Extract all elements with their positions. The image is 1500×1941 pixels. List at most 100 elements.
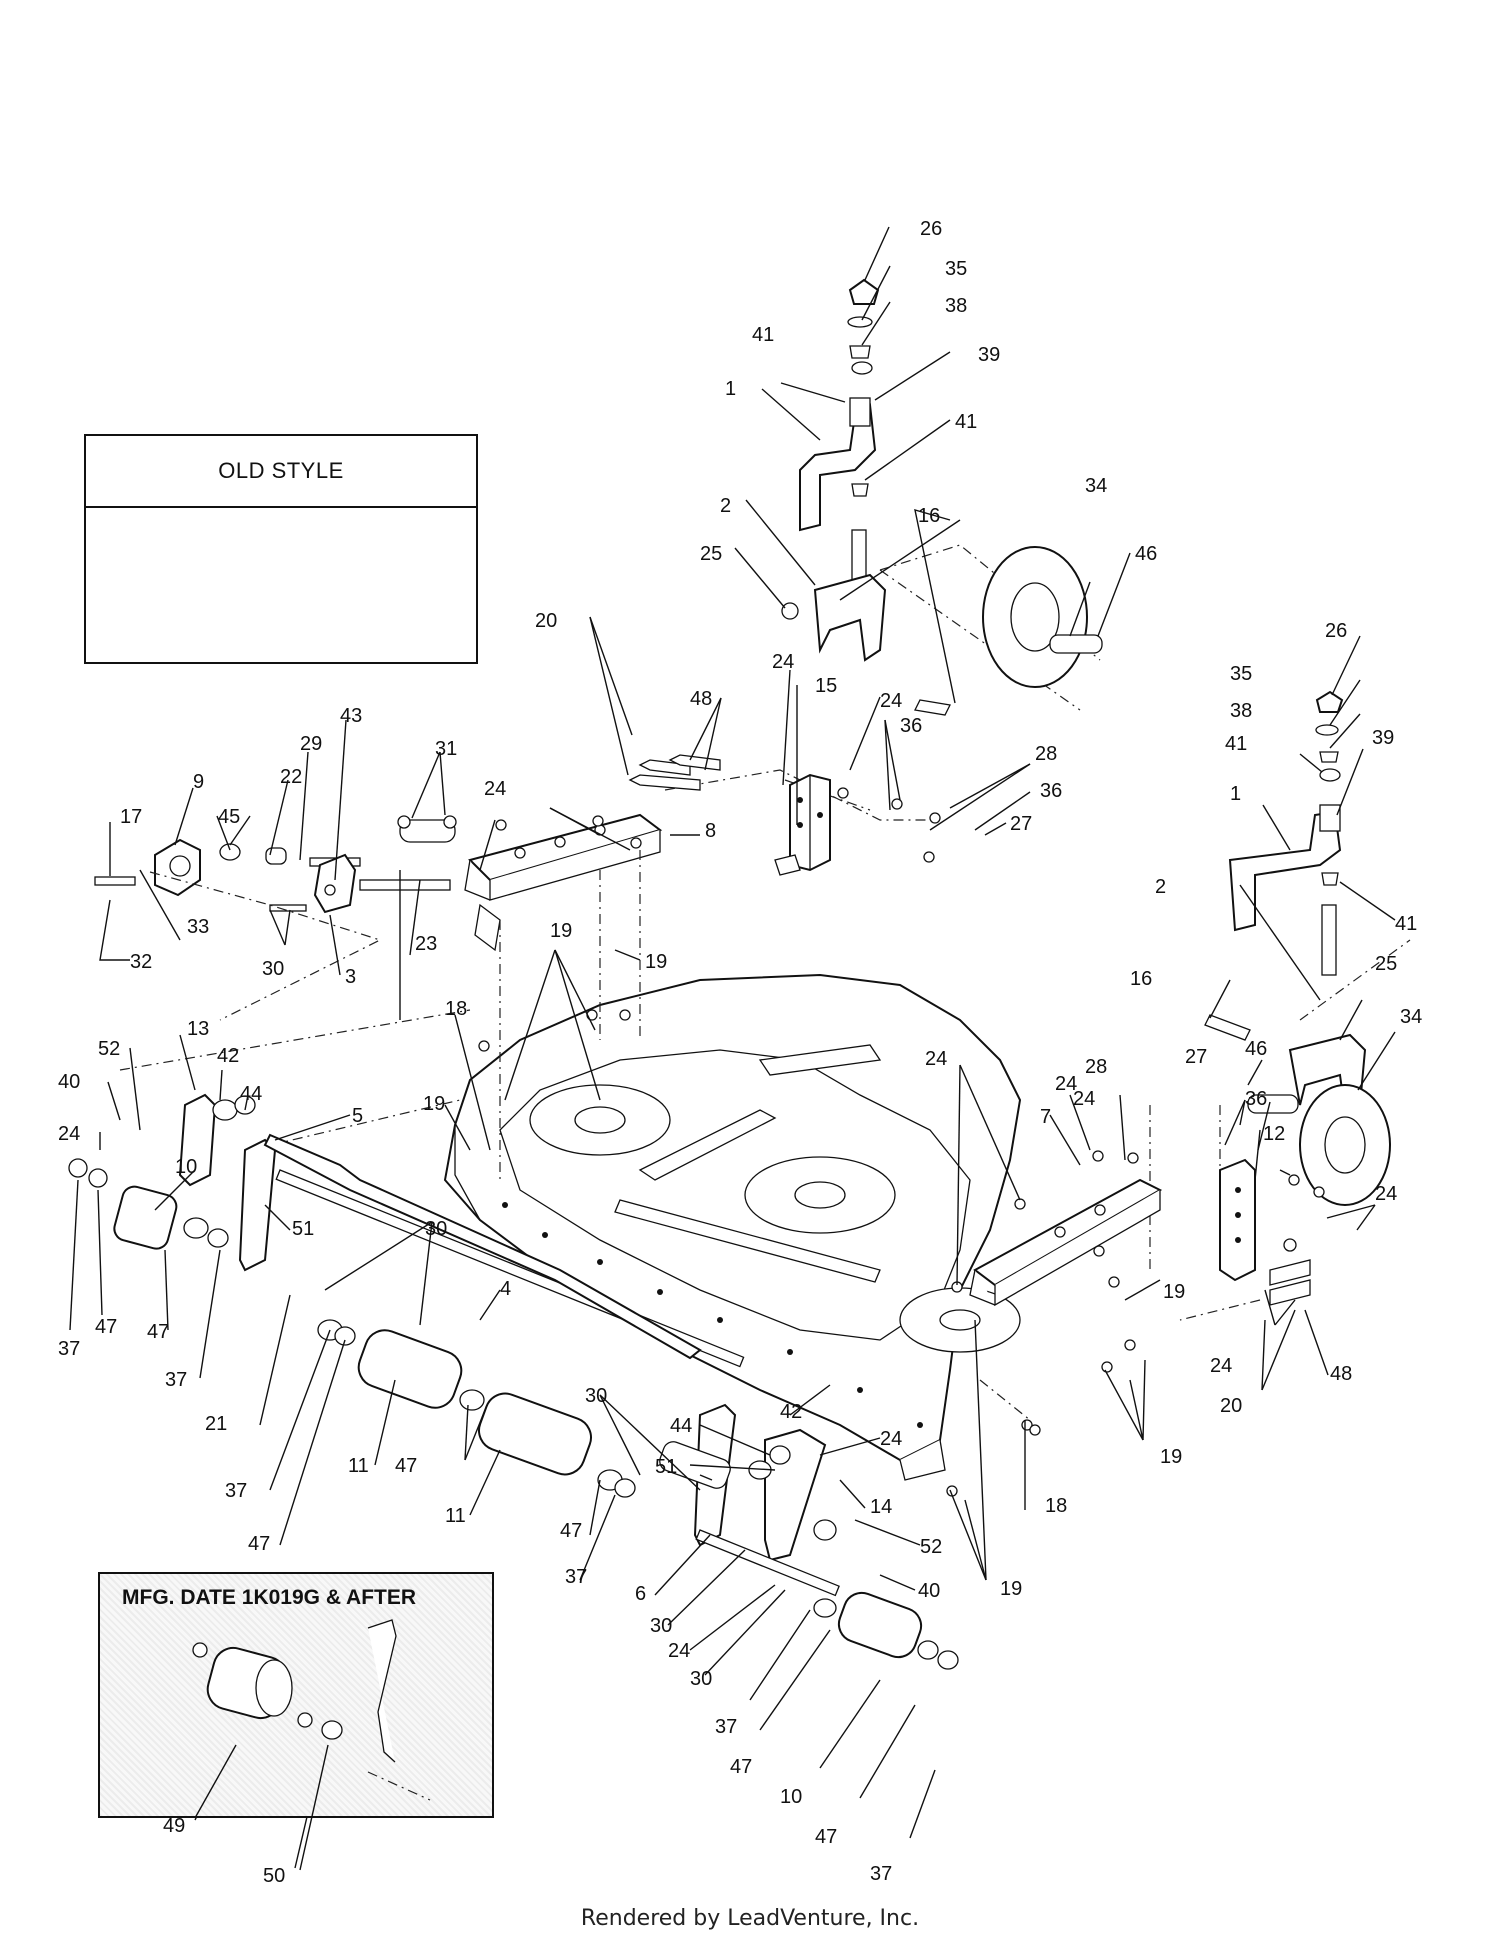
callout-21: 21 [205, 1413, 227, 1435]
callout-51: 51 [655, 1456, 677, 1478]
callout-30: 30 [425, 1218, 447, 1240]
callout-6: 6 [635, 1583, 646, 1605]
callout-24: 24 [772, 651, 794, 673]
callout-numbers: 26 35 38 41 39 1 41 2 25 16 34 46 20 48 … [58, 218, 1422, 1885]
callout-30: 30 [690, 1668, 712, 1690]
callout-38: 38 [1230, 700, 1252, 722]
mower-deck-shell [443, 973, 1022, 1481]
mfg-date-inset: MFG. DATE 1K019G & AFTER [98, 1572, 494, 1818]
callout-3: 3 [345, 966, 356, 988]
callout-52: 52 [98, 1038, 120, 1060]
callout-9: 9 [193, 771, 204, 793]
callout-29: 29 [300, 733, 322, 755]
callout-26: 26 [920, 218, 942, 240]
callout-24: 24 [1375, 1183, 1397, 1205]
front-roller-assembly-left [68, 1093, 745, 1498]
callout-24: 24 [1210, 1355, 1232, 1377]
callout-32: 32 [130, 951, 152, 973]
callout-36: 36 [1245, 1088, 1267, 1110]
fasteners [478, 787, 1325, 1497]
callout-2: 2 [720, 495, 731, 517]
callout-10: 10 [175, 1156, 197, 1178]
old-style-inset: OLD STYLE [84, 434, 478, 664]
callout-47: 47 [95, 1316, 117, 1338]
footer-credit: Rendered by LeadVenture, Inc. [580, 1906, 920, 1931]
callout-24: 24 [925, 1048, 947, 1070]
callout-40: 40 [918, 1580, 940, 1602]
callout-23: 23 [415, 933, 437, 955]
right-caster-assembly [1204, 690, 1391, 1206]
callout-19: 19 [1160, 1446, 1182, 1468]
callout-33: 33 [187, 916, 209, 938]
callout-11: 11 [348, 1455, 369, 1477]
callout-47: 47 [730, 1756, 752, 1778]
callout-35: 35 [1230, 663, 1252, 685]
callout-24: 24 [58, 1123, 80, 1145]
callout-37: 37 [165, 1369, 187, 1391]
callout-20: 20 [535, 610, 557, 632]
callout-41: 41 [1225, 733, 1247, 755]
callout-43: 43 [340, 705, 362, 727]
callout-37: 37 [565, 1566, 587, 1588]
callout-35: 35 [945, 258, 967, 280]
callout-48: 48 [690, 688, 712, 710]
callout-37: 37 [715, 1716, 737, 1738]
callout-39: 39 [1372, 727, 1394, 749]
callout-16: 16 [1130, 968, 1152, 990]
rear-hanger-bracket-15 [628, 754, 831, 876]
callout-37: 37 [225, 1480, 247, 1502]
callout-30: 30 [650, 1615, 672, 1637]
callout-18: 18 [445, 998, 467, 1020]
callout-22: 22 [280, 766, 302, 788]
callout-24: 24 [1055, 1073, 1077, 1095]
callout-26: 26 [1325, 620, 1347, 642]
callout-42: 42 [217, 1045, 239, 1067]
callout-13: 13 [187, 1018, 209, 1040]
callout-37: 37 [58, 1338, 80, 1360]
callout-44: 44 [240, 1083, 262, 1105]
mfg-date-title: MFG. DATE 1K019G & AFTER [122, 1586, 417, 1609]
callout-27: 27 [1185, 1046, 1207, 1068]
callout-27: 27 [1010, 813, 1032, 835]
callout-8: 8 [705, 820, 716, 842]
callout-19: 19 [1163, 1281, 1185, 1303]
deck-edge-holes [502, 1202, 923, 1428]
callout-47: 47 [395, 1455, 417, 1477]
callout-41: 41 [752, 324, 774, 346]
callout-42: 42 [780, 1401, 802, 1423]
callout-31: 31 [435, 738, 457, 760]
callout-30: 30 [262, 958, 284, 980]
callout-24: 24 [668, 1640, 690, 1662]
callout-7: 7 [1040, 1106, 1051, 1128]
callout-41: 41 [955, 411, 977, 433]
callout-45: 45 [218, 806, 240, 828]
callout-leader-lines [69, 226, 1396, 1869]
callout-5: 5 [352, 1105, 363, 1127]
callout-47: 47 [815, 1826, 837, 1848]
callout-19: 19 [645, 951, 667, 973]
callout-38: 38 [945, 295, 967, 317]
callout-47: 47 [248, 1533, 270, 1555]
callout-19: 19 [1000, 1578, 1022, 1600]
callout-2: 2 [1155, 876, 1166, 898]
deck-lift-linkage [94, 815, 457, 914]
callout-17: 17 [120, 806, 142, 828]
callout-18: 18 [1045, 1495, 1067, 1517]
callout-11: 11 [445, 1505, 466, 1527]
callout-41: 41 [1395, 913, 1417, 935]
callout-24: 24 [484, 778, 506, 800]
front-left-hanger-bracket [464, 813, 663, 952]
assembly-guide-lines [119, 544, 1411, 1421]
callout-47: 47 [147, 1321, 169, 1343]
front-roller-assembly-right [659, 1403, 959, 1670]
callout-52: 52 [920, 1536, 942, 1558]
callout-46: 46 [1245, 1038, 1267, 1060]
callout-25: 25 [700, 543, 722, 565]
callout-28: 28 [1035, 743, 1057, 765]
callout-19: 19 [423, 1093, 445, 1115]
callout-15: 15 [815, 675, 837, 697]
callout-24: 24 [880, 1428, 902, 1450]
callout-24: 24 [1073, 1088, 1095, 1110]
callout-47: 47 [560, 1520, 582, 1542]
